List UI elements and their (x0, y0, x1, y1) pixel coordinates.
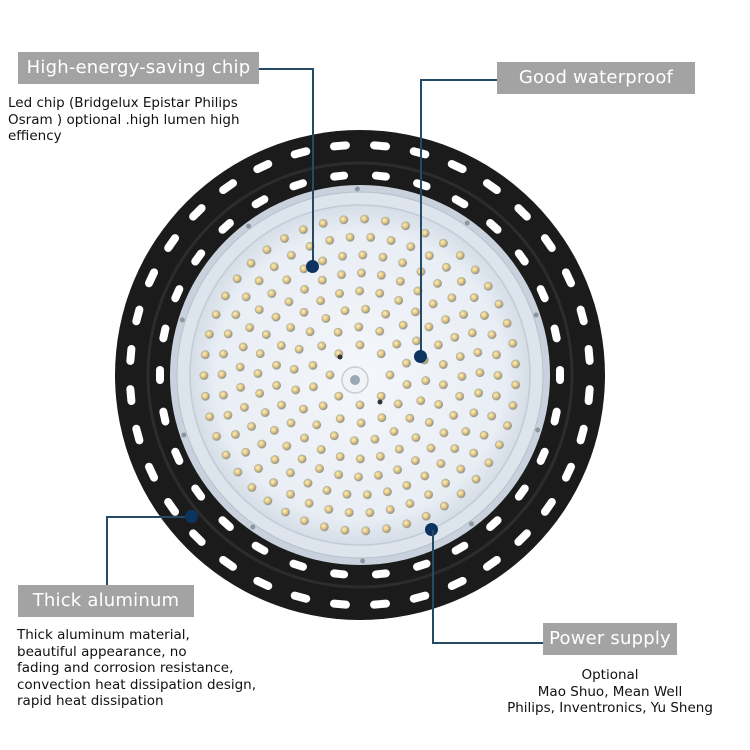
chip-marker-dot (306, 260, 319, 273)
aluminum-description-line: convection heat dissipation design, (17, 676, 257, 693)
power-marker-dot (425, 523, 438, 536)
led-chip-array (199, 214, 521, 536)
aluminum-leader-line-h (106, 516, 190, 518)
power-label: Power supply (543, 623, 677, 655)
aluminum-description: Thick aluminum material, beautiful appea… (17, 627, 317, 710)
aluminum-description-line: fading and corrosion resistance, (17, 660, 234, 676)
heat-sink-slots-inner (156, 171, 564, 579)
heat-sink-slots-outer (126, 141, 594, 609)
chip-label: High-energy-saving chip (18, 52, 259, 84)
chip-leader-line-v (312, 68, 314, 264)
power-leader-line-h (432, 642, 544, 644)
aluminum-description-line: Thick aluminum material, (17, 627, 190, 643)
power-description-line: Mao Shuo, Mean Well (537, 683, 683, 700)
aluminum-description-line: beautiful appearance, no (17, 643, 187, 660)
aluminum-leader-line-v (106, 516, 108, 586)
chip-description-line: Led chip (Bridgelux Epistar Philips (8, 95, 238, 111)
waterproof-marker-dot (414, 350, 427, 363)
aluminum-marker-dot (185, 510, 198, 523)
rim-screws (179, 186, 541, 564)
power-leader-line-v (432, 530, 434, 643)
waterproof-leader-line-v (420, 79, 422, 355)
waterproof-leader-line-h (420, 79, 497, 81)
aluminum-description-line: rapid heat dissipation (17, 693, 164, 709)
chip-leader-line-h (259, 68, 313, 70)
chip-description-line: Osram ) optional .high lumen high (8, 111, 240, 128)
aluminum-label: Thick aluminum (18, 585, 194, 617)
chip-description-line: effiency (8, 128, 62, 144)
power-description-line: Philips, Inventronics, Yu Sheng (507, 700, 713, 716)
chip-description: Led chip (Bridgelux Epistar Philips Osra… (8, 95, 308, 145)
waterproof-label: Good waterproof (497, 62, 695, 94)
power-description: Optional Mao Shuo, Mean Well Philips, In… (480, 667, 740, 717)
power-description-line: Optional (581, 667, 639, 683)
